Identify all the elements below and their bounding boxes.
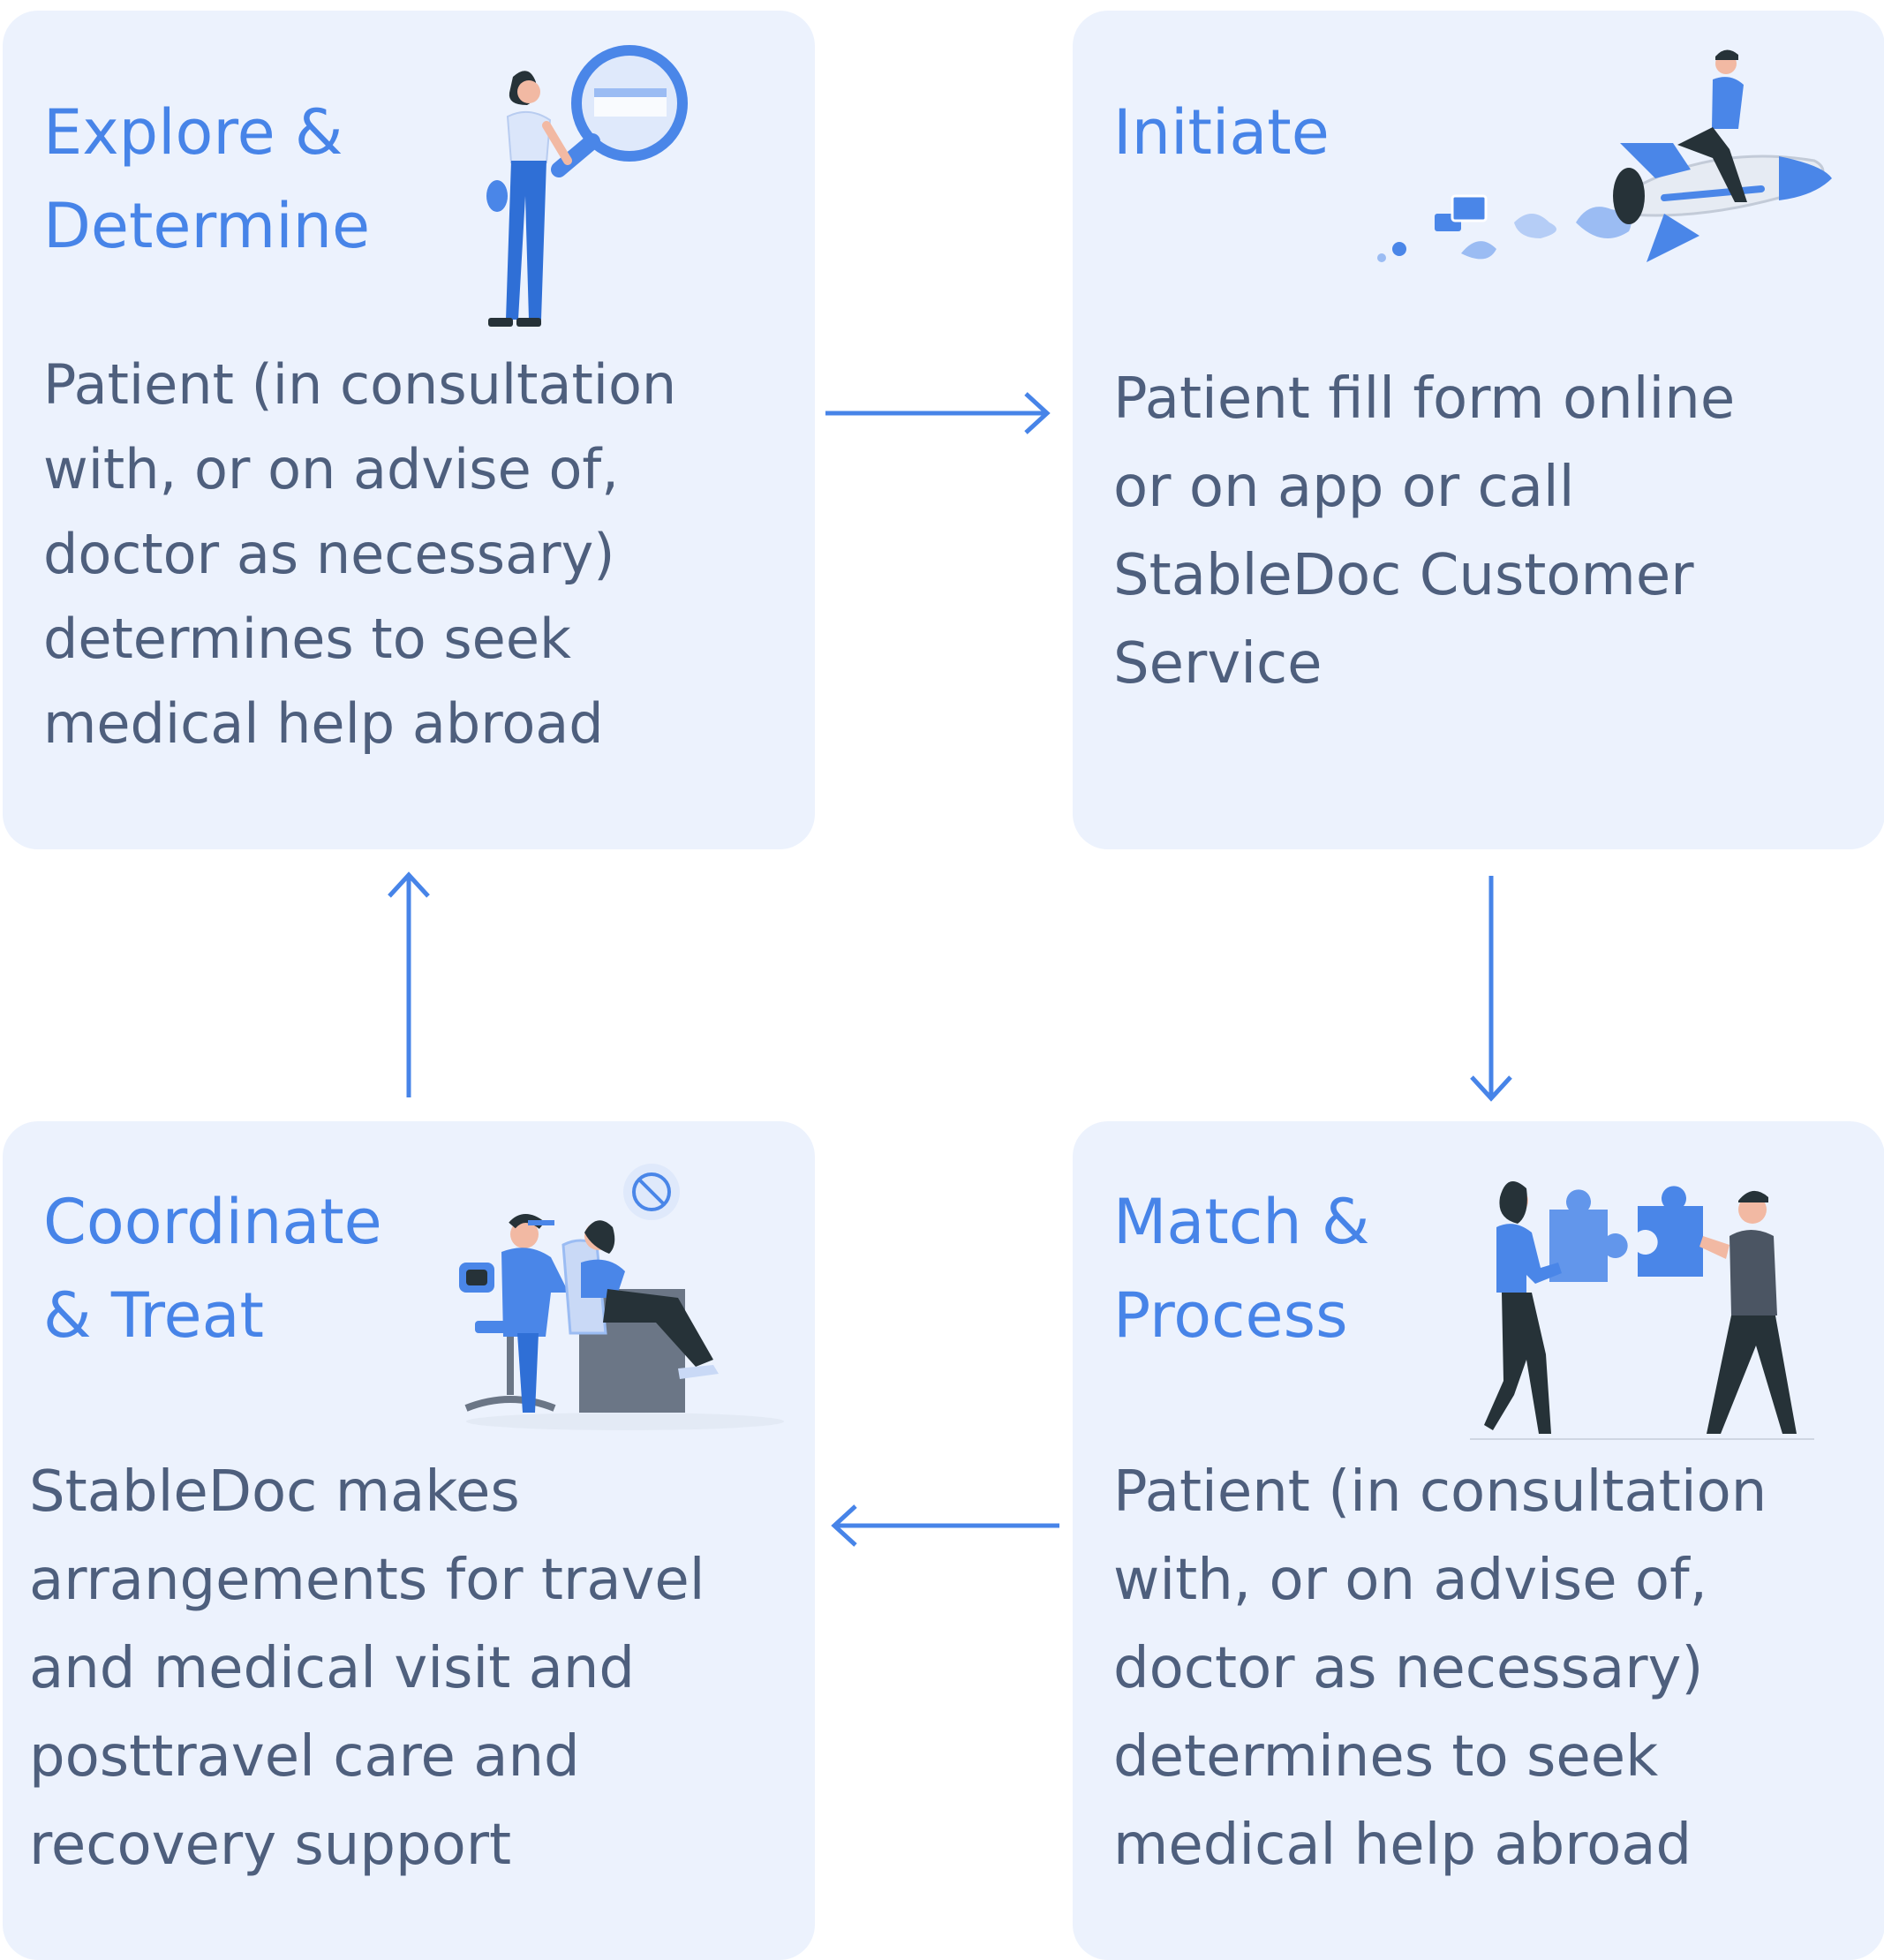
step-description: Patient (in consultation with, or on adv…: [43, 352, 677, 756]
arrow-down: [1470, 876, 1512, 1102]
arrow-up: [388, 871, 430, 1097]
arrow-left: [831, 1504, 1059, 1547]
step-card-explore-determine: Explore & Determine Patient (in consulta…: [3, 11, 815, 849]
step-title: Coordinate & Treat: [43, 1186, 382, 1352]
doctor-treating-patient-illustration: [459, 1164, 784, 1430]
step-card-initiate: Initiate Patient fill form online or on …: [1073, 11, 1884, 849]
woman-magnifying-glass-illustration: [486, 45, 688, 327]
step-title: Match & Process: [1113, 1186, 1370, 1352]
step-card-match-process: Match & Process Patient (in consultation…: [1073, 1121, 1884, 1960]
step-description: Patient fill form online or on app or ca…: [1113, 366, 1736, 697]
puzzle-people-illustration: [1470, 1181, 1814, 1440]
arrow-right: [825, 392, 1051, 434]
step-title: Explore & Determine: [43, 96, 371, 262]
step-description: Patient (in consultation with, or on adv…: [1113, 1459, 1767, 1878]
rocket-rider-illustration: [1377, 49, 1832, 262]
step-description: StableDoc makes arrangements for travel …: [29, 1459, 705, 1878]
step-title: Initiate: [1113, 96, 1330, 169]
step-card-coordinate-treat: Coordinate & Treat StableDoc makes arran…: [3, 1121, 815, 1960]
